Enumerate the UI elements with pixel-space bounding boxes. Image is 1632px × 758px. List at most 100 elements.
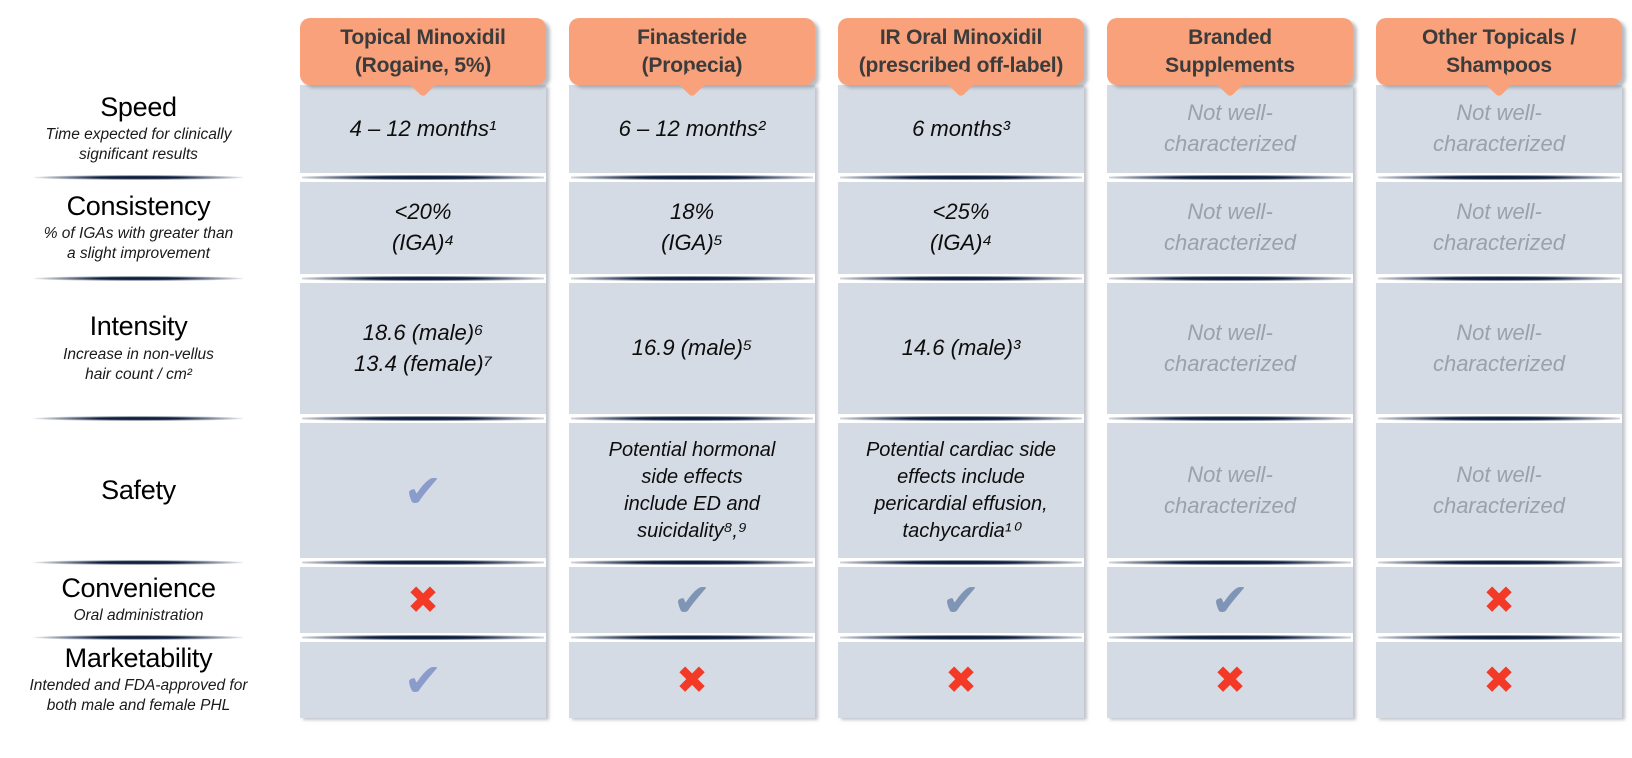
row-title: Speed	[100, 91, 177, 122]
cross-icon: ✖	[1483, 578, 1515, 622]
row-divider	[1107, 414, 1353, 423]
labels-header-spacer	[0, 18, 277, 85]
column-finasteride: Finasteride (Propecia) 6 – 12 months² 18…	[569, 18, 815, 718]
row-title: Intensity	[89, 311, 188, 342]
column-topical-minoxidil: Topical Minoxidil (Rogaine, 5%) 4 – 12 m…	[300, 18, 546, 718]
row-divider	[569, 633, 815, 642]
cell-safety-other-topicals: Not well- characterized	[1376, 423, 1622, 558]
row-divider	[1376, 274, 1622, 283]
row-title: Marketability	[64, 642, 213, 673]
cell-consistency-finasteride: 18% (IGA)⁵	[569, 182, 815, 274]
cross-icon: ✖	[676, 658, 708, 702]
row-divider	[1376, 558, 1622, 567]
row-divider	[838, 173, 1084, 182]
cell-consistency-other-topicals: Not well- characterized	[1376, 182, 1622, 274]
row-label-safety: Safety	[0, 423, 277, 558]
cell-safety-branded-supplements: Not well- characterized	[1107, 423, 1353, 558]
column-header-box: Branded Supplements	[1107, 18, 1353, 85]
cell-convenience-topical-minoxidil: ✖	[300, 567, 546, 633]
column-header-box: Finasteride (Propecia)	[569, 18, 815, 85]
cell-speed-ir-oral-minoxidil: 6 months³	[838, 85, 1084, 173]
comparison-matrix: Speed Time expected for clinically signi…	[0, 18, 1622, 718]
row-divider	[569, 173, 815, 182]
cell-convenience-branded-supplements: ✔	[1107, 567, 1353, 633]
row-divider	[1376, 414, 1622, 423]
row-divider	[1107, 173, 1353, 182]
cell-safety-finasteride: Potential hormonal side effects include …	[569, 423, 815, 558]
row-divider	[0, 414, 277, 423]
row-divider	[838, 558, 1084, 567]
row-title: Consistency	[66, 190, 211, 221]
row-label-marketability: Marketability Intended and FDA-approved …	[0, 642, 277, 718]
row-divider	[569, 414, 815, 423]
column-title: Other Topicals / Shampoos	[1422, 26, 1576, 77]
check-icon: ✔	[1210, 573, 1250, 627]
row-label-consistency: Consistency % of IGAs with greater than …	[0, 182, 277, 274]
cross-icon: ✖	[1483, 658, 1515, 702]
cell-intensity-ir-oral-minoxidil: 14.6 (male)³	[838, 283, 1084, 414]
cell-intensity-other-topicals: Not well- characterized	[1376, 283, 1622, 414]
row-divider	[1107, 274, 1353, 283]
column-header: Topical Minoxidil (Rogaine, 5%)	[300, 18, 546, 98]
cell-speed-branded-supplements: Not well- characterized	[1107, 85, 1353, 173]
cell-consistency-ir-oral-minoxidil: <25% (IGA)⁴	[838, 182, 1084, 274]
column-cells: Not well- characterized Not well- charac…	[1107, 85, 1353, 718]
cell-marketability-branded-supplements: ✖	[1107, 642, 1353, 718]
column-cells: 6 – 12 months² 18% (IGA)⁵ 16.9 (male)⁵ P…	[569, 85, 815, 718]
cell-safety-topical-minoxidil: ✔	[300, 423, 546, 558]
check-icon: ✔	[403, 463, 443, 518]
column-cells: 4 – 12 months¹ <20% (IGA)⁴ 18.6 (male)⁶ …	[300, 85, 546, 718]
column-header-box: IR Oral Minoxidil (prescribed off-label)	[838, 18, 1084, 85]
column-header: Branded Supplements	[1107, 18, 1353, 98]
row-divider	[1107, 558, 1353, 567]
row-divider	[0, 173, 277, 182]
column-header: Finasteride (Propecia)	[569, 18, 815, 98]
row-divider	[569, 274, 815, 283]
column-header: Other Topicals / Shampoos	[1376, 18, 1622, 98]
cell-speed-other-topicals: Not well- characterized	[1376, 85, 1622, 173]
column-ir-oral-minoxidil: IR Oral Minoxidil (prescribed off-label)…	[838, 18, 1084, 718]
cell-marketability-topical-minoxidil: ✔	[300, 642, 546, 718]
row-divider	[1107, 633, 1353, 642]
cell-speed-topical-minoxidil: 4 – 12 months¹	[300, 85, 546, 173]
cell-marketability-other-topicals: ✖	[1376, 642, 1622, 718]
column-branded-supplements: Branded Supplements Not well- characteri…	[1107, 18, 1353, 718]
check-icon: ✔	[672, 573, 712, 627]
cell-marketability-ir-oral-minoxidil: ✖	[838, 642, 1084, 718]
row-divider	[1376, 173, 1622, 182]
row-divider	[0, 558, 277, 567]
column-title: Finasteride (Propecia)	[637, 26, 747, 77]
column-title: IR Oral Minoxidil (prescribed off-label)	[858, 26, 1064, 77]
row-subtitle: % of IGAs with greater than a slight imp…	[43, 225, 234, 263]
row-title: Convenience	[61, 572, 216, 603]
cross-icon: ✖	[945, 658, 977, 702]
cell-consistency-branded-supplements: Not well- characterized	[1107, 182, 1353, 274]
row-subtitle: Increase in non-vellus hair count / cm²	[63, 345, 214, 383]
row-divider	[1376, 633, 1622, 642]
row-divider	[300, 274, 546, 283]
cell-intensity-topical-minoxidil: 18.6 (male)⁶ 13.4 (female)⁷	[300, 283, 546, 414]
row-divider	[0, 274, 277, 283]
cell-speed-finasteride: 6 – 12 months²	[569, 85, 815, 173]
check-icon: ✔	[941, 573, 981, 627]
row-divider	[300, 414, 546, 423]
row-subtitle: Intended and FDA-approved for both male …	[29, 677, 248, 715]
row-divider	[300, 558, 546, 567]
row-label-convenience: Convenience Oral administration	[0, 567, 277, 633]
row-labels-column: Speed Time expected for clinically signi…	[0, 18, 277, 718]
cell-intensity-branded-supplements: Not well- characterized	[1107, 283, 1353, 414]
cell-consistency-topical-minoxidil: <20% (IGA)⁴	[300, 182, 546, 274]
row-divider	[300, 633, 546, 642]
row-label-intensity: Intensity Increase in non-vellus hair co…	[0, 283, 277, 414]
row-divider	[0, 633, 277, 642]
cell-convenience-finasteride: ✔	[569, 567, 815, 633]
check-icon: ✔	[403, 653, 443, 707]
cross-icon: ✖	[407, 578, 439, 622]
cross-icon: ✖	[1214, 658, 1246, 702]
row-divider	[569, 558, 815, 567]
cell-safety-ir-oral-minoxidil: Potential cardiac side effects include p…	[838, 423, 1084, 558]
column-other-topicals: Other Topicals / Shampoos Not well- char…	[1376, 18, 1622, 718]
row-title: Safety	[101, 474, 176, 505]
cell-intensity-finasteride: 16.9 (male)⁵	[569, 283, 815, 414]
row-divider	[838, 633, 1084, 642]
